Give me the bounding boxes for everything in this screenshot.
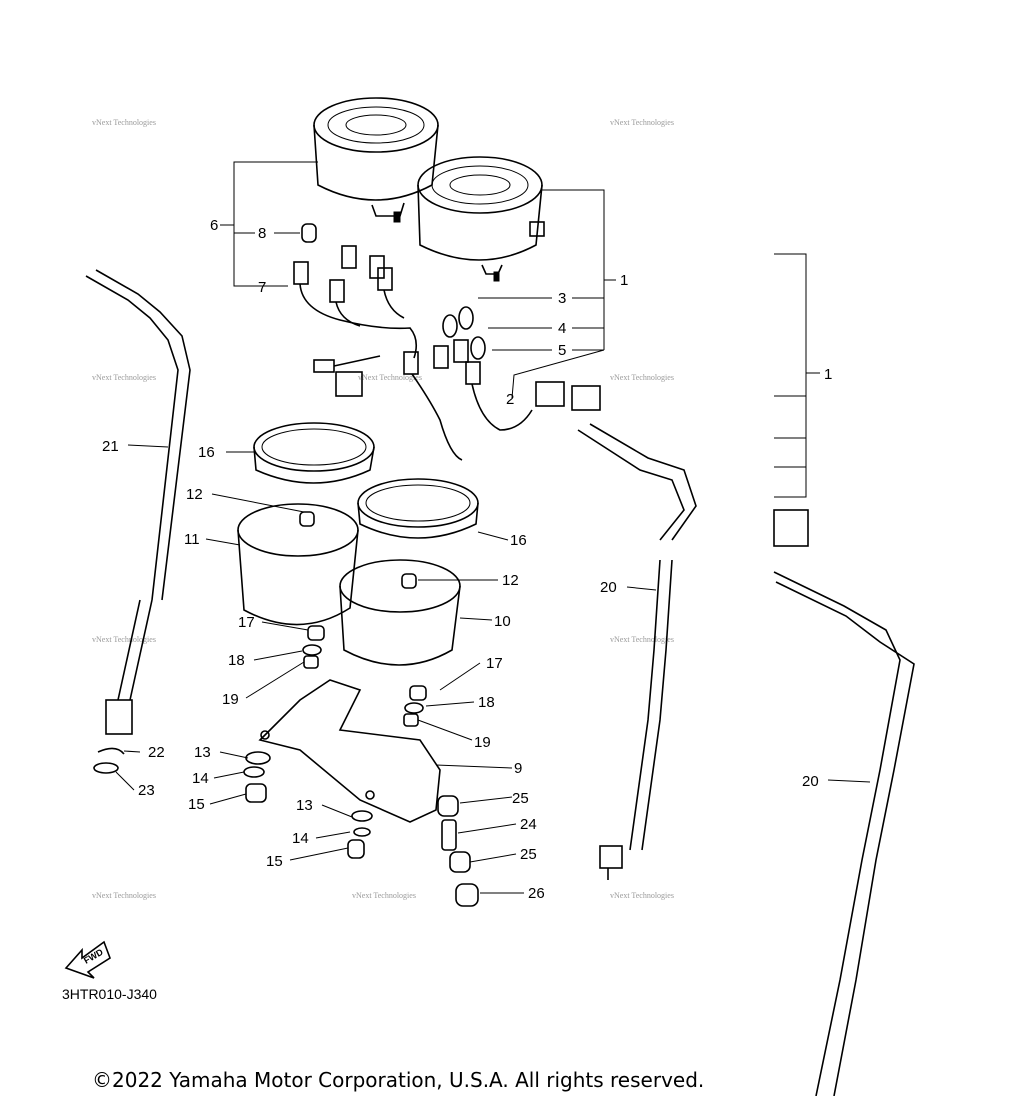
- callout-9: 9: [514, 760, 522, 777]
- callout-13-lower: 13: [296, 797, 313, 814]
- callout-23: 23: [138, 782, 155, 799]
- callout-1: 1: [620, 272, 628, 289]
- watermark: vNext Technologies: [92, 373, 156, 382]
- copyright-notice: ©2022 Yamaha Motor Corporation, U.S.A. A…: [92, 1068, 705, 1092]
- callout-14: 14: [192, 770, 209, 787]
- callout-18: 18: [228, 652, 245, 669]
- diagram-code: 3HTR010-J340: [62, 986, 157, 1002]
- meter-cases: [237, 503, 461, 666]
- watermark: vNext Technologies: [358, 373, 422, 382]
- wiring-harness: [293, 223, 809, 547]
- tachometer-assembly: [417, 156, 545, 282]
- callout-8: 8: [258, 225, 266, 242]
- tachometer-cable-detail: [773, 571, 915, 1096]
- callout-22: 22: [148, 744, 165, 761]
- callout-12-right: 12: [502, 572, 519, 589]
- callout-17-right: 17: [486, 655, 503, 672]
- callout-10: 10: [494, 613, 511, 630]
- callout-4: 4: [558, 320, 566, 337]
- speedometer-cable: [85, 269, 191, 774]
- watermark: vNext Technologies: [352, 891, 416, 900]
- watermark: vNext Technologies: [92, 635, 156, 644]
- watermark: vNext Technologies: [610, 373, 674, 382]
- callout-19: 19: [222, 691, 239, 708]
- callout-24: 24: [520, 816, 537, 833]
- callout-20: 20: [600, 579, 617, 596]
- callout-15-lower: 15: [266, 853, 283, 870]
- watermark: vNext Technologies: [92, 891, 156, 900]
- callout-18-right: 18: [478, 694, 495, 711]
- callout-26: 26: [528, 885, 545, 902]
- tachometer-cable: [577, 423, 697, 880]
- callout-3: 3: [558, 290, 566, 307]
- watermark: vNext Technologies: [610, 891, 674, 900]
- callout-6: 6: [210, 217, 218, 234]
- callout-17: 17: [238, 614, 255, 631]
- callout-leaders: [115, 444, 871, 894]
- callout-15: 15: [188, 796, 205, 813]
- callout-12: 12: [186, 486, 203, 503]
- watermark: vNext Technologies: [610, 635, 674, 644]
- callout-16-right: 16: [510, 532, 527, 549]
- speedometer-assembly: [313, 97, 439, 223]
- callout-1-large: 1: [824, 366, 832, 383]
- callout-13: 13: [194, 744, 211, 761]
- callout-11: 11: [184, 531, 200, 548]
- rubber-dampers: [253, 422, 479, 539]
- watermarks: vNext Technologies vNext Technologies vN…: [92, 118, 674, 900]
- watermark: vNext Technologies: [610, 118, 674, 127]
- callout-7: 7: [258, 279, 266, 296]
- callout-20-large: 20: [802, 773, 819, 790]
- callout-14-lower: 14: [292, 830, 309, 847]
- callout-16: 16: [198, 444, 215, 461]
- callout-19-right: 19: [474, 734, 491, 751]
- callout-25: 25: [512, 790, 529, 807]
- callout-25-lower: 25: [520, 846, 537, 863]
- hardware: [243, 625, 479, 907]
- watermark: vNext Technologies: [92, 118, 156, 127]
- callout-5: 5: [558, 342, 566, 359]
- leader-lines: [220, 161, 820, 498]
- callout-21: 21: [102, 438, 119, 455]
- callout-2: 2: [506, 391, 514, 408]
- meter-bracket: [258, 679, 441, 823]
- fwd-arrow-icon: FWD: [64, 940, 111, 979]
- callout-numbers: 6 8 7 1 3 4 5 2 1 21 16 12 11 16 12 20 1…: [102, 217, 832, 902]
